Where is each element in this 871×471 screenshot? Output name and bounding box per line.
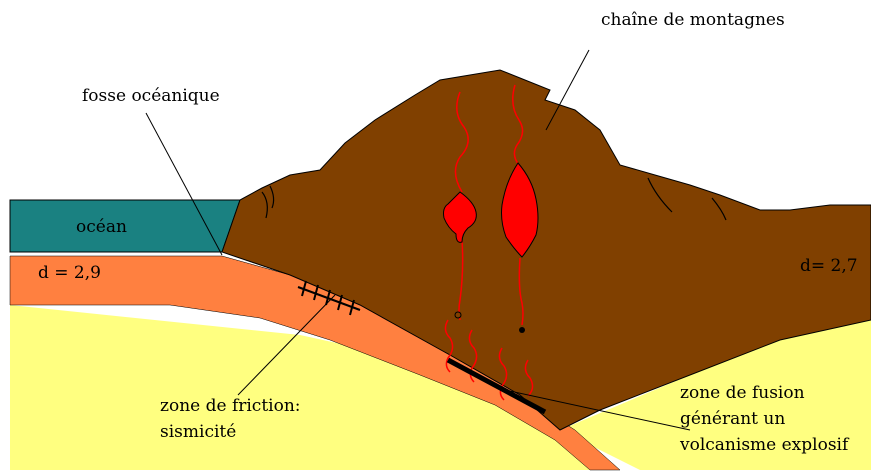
ocean-label: océan — [76, 217, 127, 238]
mountain-chain-label: chaîne de montagnes — [601, 10, 785, 31]
magma-droplet-left — [455, 312, 461, 318]
friction-zone-label-line2: sismicité — [160, 422, 236, 443]
continental-density-label: d= 2,7 — [800, 256, 858, 277]
fusion-zone-label-line3: volcanisme explosif — [680, 435, 848, 456]
fusion-zone-label-line2: générant un — [680, 409, 785, 430]
oceanic-density-label: d = 2,9 — [38, 263, 101, 284]
ocean-trench-label: fosse océanique — [82, 86, 220, 107]
fusion-zone-label-line1: zone de fusion — [680, 383, 805, 404]
friction-zone-label-line1: zone de friction: — [160, 396, 301, 417]
magma-droplet-right — [519, 327, 525, 333]
